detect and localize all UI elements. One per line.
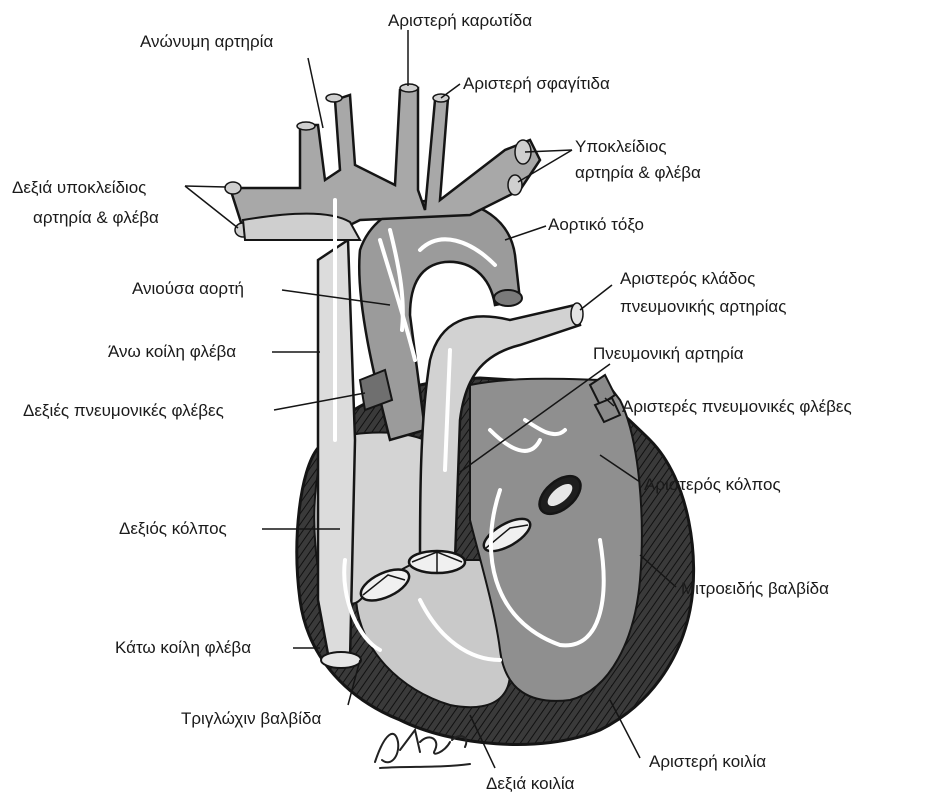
right-subclavian-shape (243, 214, 360, 241)
label-left-pulmonary-veins: Αριστερές πνευμονικές φλέβες (622, 396, 852, 417)
label-ascending-aorta: Ανιούσα αορτή (132, 278, 244, 299)
label-right-pulmonary-veins: Δεξιές πνευμονικές φλέβες (23, 400, 224, 421)
pulmonary-valve (409, 551, 465, 573)
label-innominate-artery: Ανώνυμη αρτηρία (140, 31, 273, 52)
label-pulmonary-artery: Πνευμονική αρτηρία (593, 343, 744, 364)
label-left-pulmonary-branch-line2: πνευμονικής αρτηρίας (620, 296, 786, 317)
label-right-ventricle: Δεξιά κοιλία (486, 773, 575, 794)
label-left-ventricle: Αριστερή κοιλία (649, 751, 766, 772)
label-tricuspid-valve: Τριγλώχιν βαλβίδα (181, 708, 321, 729)
label-left-atrium: Αριστερός κόλπος (644, 474, 781, 495)
label-superior-vena-cava: Άνω κοίλη φλέβα (108, 341, 236, 362)
label-left-carotid: Αριστερή καρωτίδα (388, 10, 532, 31)
label-left-pulmonary-branch-line1: Αριστερός κλάδος (620, 268, 755, 289)
label-right-atrium: Δεξιός κόλπος (119, 518, 227, 539)
great-vessels-shape (230, 88, 540, 235)
label-aortic-arch: Αορτικό τόξο (548, 214, 644, 235)
label-left-subclavian: Αριστερή σφαγίτιδα (463, 73, 610, 94)
label-inferior-vena-cava: Κάτω κοίλη φλέβα (115, 637, 251, 658)
label-right-subclavian-line2: αρτηρία & φλέβα (33, 207, 159, 228)
artist-signature (370, 722, 480, 772)
label-mitral-valve: Μιτροειδής βαλβίδα (681, 578, 829, 599)
label-right-subclavian-line1: Δεξιά υποκλείδιος (12, 177, 146, 198)
label-subclavian-line2: αρτηρία & φλέβα (575, 162, 701, 183)
label-subclavian-line1: Υποκλείδιος (575, 136, 667, 157)
